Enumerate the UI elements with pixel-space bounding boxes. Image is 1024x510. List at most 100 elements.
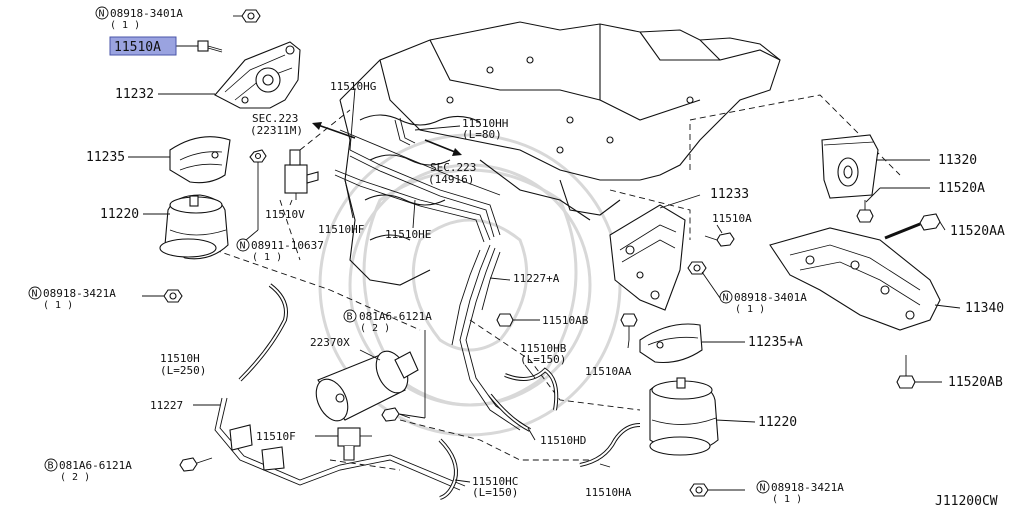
tube-11227[interactable]	[214, 397, 466, 491]
label-11235A[interactable]: 11235+A	[748, 335, 803, 350]
rear-mount-11320[interactable]	[821, 134, 879, 199]
ref-sec223-a[interactable]: SEC.223 (22311M)	[250, 112, 303, 137]
svg-text:11235: 11235	[86, 150, 125, 165]
label-11510HE[interactable]: 11510HE	[385, 228, 431, 241]
bolt-icon[interactable]	[620, 313, 638, 340]
label-11320[interactable]: 11320	[938, 153, 977, 168]
bracket-11232[interactable]	[214, 41, 301, 109]
label-11510HF[interactable]: 11510HF	[318, 223, 364, 236]
label-11235[interactable]: 11235	[86, 150, 125, 165]
bolt-icon[interactable]	[884, 213, 941, 240]
crossmember-11340[interactable]	[769, 227, 941, 331]
bolt-icon[interactable]	[179, 457, 213, 472]
label-22370X[interactable]: 22370X	[310, 336, 350, 349]
svg-text:11233: 11233	[710, 187, 749, 202]
nut-icon[interactable]	[249, 149, 267, 163]
label-11510F[interactable]: 11510F	[256, 430, 296, 443]
svg-text:11320: 11320	[938, 153, 977, 168]
engine-mount-11220-right[interactable]	[649, 377, 719, 456]
label-08918-3421A-left[interactable]: N 08918-3421A ( 1 )	[28, 286, 116, 311]
valve-11510V[interactable]	[284, 149, 319, 200]
svg-text:(L=80): (L=80)	[462, 128, 502, 141]
svg-text:SEC.223: SEC.223	[430, 161, 476, 174]
label-11510HD[interactable]: 11510HD	[540, 434, 586, 447]
label-11510HB[interactable]: 11510HB (L=150)	[520, 342, 567, 366]
tube-11227A[interactable]	[451, 244, 527, 431]
svg-text:( 1 ): ( 1 )	[252, 252, 282, 263]
watermark-emblem	[318, 133, 622, 437]
bolt-icon[interactable]	[197, 40, 223, 53]
svg-text:08918-3421A: 08918-3421A	[43, 287, 116, 300]
nut-icon[interactable]	[163, 289, 183, 303]
svg-text:11510HA: 11510HA	[585, 486, 632, 499]
label-11520AB[interactable]: 11520AB	[948, 375, 1003, 390]
hose-11510HB[interactable]	[504, 367, 559, 411]
hose-11510HA[interactable]	[579, 423, 641, 467]
nut-icon[interactable]	[241, 9, 261, 23]
bracket-11233[interactable]	[609, 204, 686, 311]
svg-text:J11200CW: J11200CW	[935, 494, 998, 509]
label-11340[interactable]: 11340	[965, 301, 1004, 316]
label-11227[interactable]: 11227	[150, 399, 183, 412]
bolt-icon[interactable]	[704, 232, 735, 247]
svg-text:SEC.223: SEC.223	[252, 112, 298, 125]
svg-text:N: N	[32, 289, 38, 300]
svg-text:08918-3401A: 08918-3401A	[734, 291, 807, 304]
svg-text:11220: 11220	[758, 415, 797, 430]
heat-shield-11235[interactable]	[169, 136, 231, 184]
label-11510A-highlighted[interactable]: 11510A	[109, 36, 177, 56]
hose-11510HD[interactable]	[488, 393, 531, 432]
label-08918-3401A-mid[interactable]: N 08918-3401A ( 1 )	[719, 290, 807, 315]
label-081A6-6121A-mid[interactable]: B 081A6-6121A ( 2 )	[343, 309, 432, 334]
engine-mount-11220-left[interactable]	[159, 194, 229, 260]
svg-text:N: N	[723, 293, 729, 304]
label-11510AB[interactable]: 11510AB	[542, 314, 589, 327]
valve-11510F[interactable]	[337, 427, 372, 461]
bolt-icon[interactable]	[896, 355, 916, 389]
svg-text:08918-3401A: 08918-3401A	[110, 7, 183, 20]
canister-22370X[interactable]	[310, 346, 419, 426]
label-11510V[interactable]: 11510V	[265, 208, 305, 221]
svg-text:(14916): (14916)	[428, 173, 474, 186]
ref-sec223-b[interactable]: SEC.223 (14916)	[428, 161, 476, 186]
svg-text:( 1 ): ( 1 )	[735, 304, 765, 315]
hose-11510H[interactable]	[238, 283, 288, 382]
label-11510HG[interactable]: 11510HG	[330, 80, 376, 93]
label-08911-10637[interactable]: N 08911-10637 ( 1 )	[236, 238, 324, 263]
leader-lines	[128, 15, 961, 491]
label-08918-3421A-bottom[interactable]: N 08918-3421A ( 1 )	[756, 480, 844, 505]
label-08918-3401A-top[interactable]: N 08918-3401A ( 1 )	[95, 6, 183, 31]
svg-text:11232: 11232	[115, 87, 154, 102]
label-11510HA[interactable]: 11510HA	[585, 486, 632, 499]
vacuum-tube-bundle[interactable]	[334, 117, 501, 243]
label-081A6-6121A-low[interactable]: B 081A6-6121A ( 2 )	[44, 458, 132, 483]
label-11232[interactable]: 11232	[115, 87, 154, 102]
svg-text:N: N	[760, 483, 766, 494]
hose-11510HC[interactable]	[438, 438, 458, 500]
label-11510A-mid[interactable]: 11510A	[712, 212, 752, 225]
engine-block	[339, 21, 781, 286]
nut-icon[interactable]	[689, 483, 709, 497]
svg-text:081A6-6121A: 081A6-6121A	[359, 310, 432, 323]
bolt-icon[interactable]	[856, 200, 874, 223]
label-11510H[interactable]: 11510H (L=250)	[160, 352, 206, 377]
svg-text:( 2 ): ( 2 )	[360, 323, 390, 334]
svg-text:11510AB: 11510AB	[542, 314, 589, 327]
label-11510AA[interactable]: 11510AA	[585, 365, 632, 378]
heat-shield-11235A[interactable]	[639, 323, 703, 364]
label-11510HC[interactable]: 11510HC (L=150)	[472, 475, 518, 499]
svg-text:11510A: 11510A	[114, 40, 161, 55]
label-11510HH[interactable]: 11510HH (L=80)	[462, 117, 508, 141]
nut-icon[interactable]	[687, 261, 707, 275]
label-11520AA[interactable]: 11520AA	[950, 224, 1005, 239]
label-11520A[interactable]: 11520A	[938, 181, 985, 196]
svg-text:11510HD: 11510HD	[540, 434, 586, 447]
reference-arrows	[312, 122, 462, 156]
label-11220-right[interactable]: 11220	[758, 415, 797, 430]
svg-text:11227+A: 11227+A	[513, 272, 560, 285]
label-11220-left[interactable]: 11220	[100, 207, 139, 222]
svg-text:B: B	[347, 312, 353, 323]
label-11233[interactable]: 11233	[710, 187, 749, 202]
label-11227A[interactable]: 11227+A	[513, 272, 560, 285]
